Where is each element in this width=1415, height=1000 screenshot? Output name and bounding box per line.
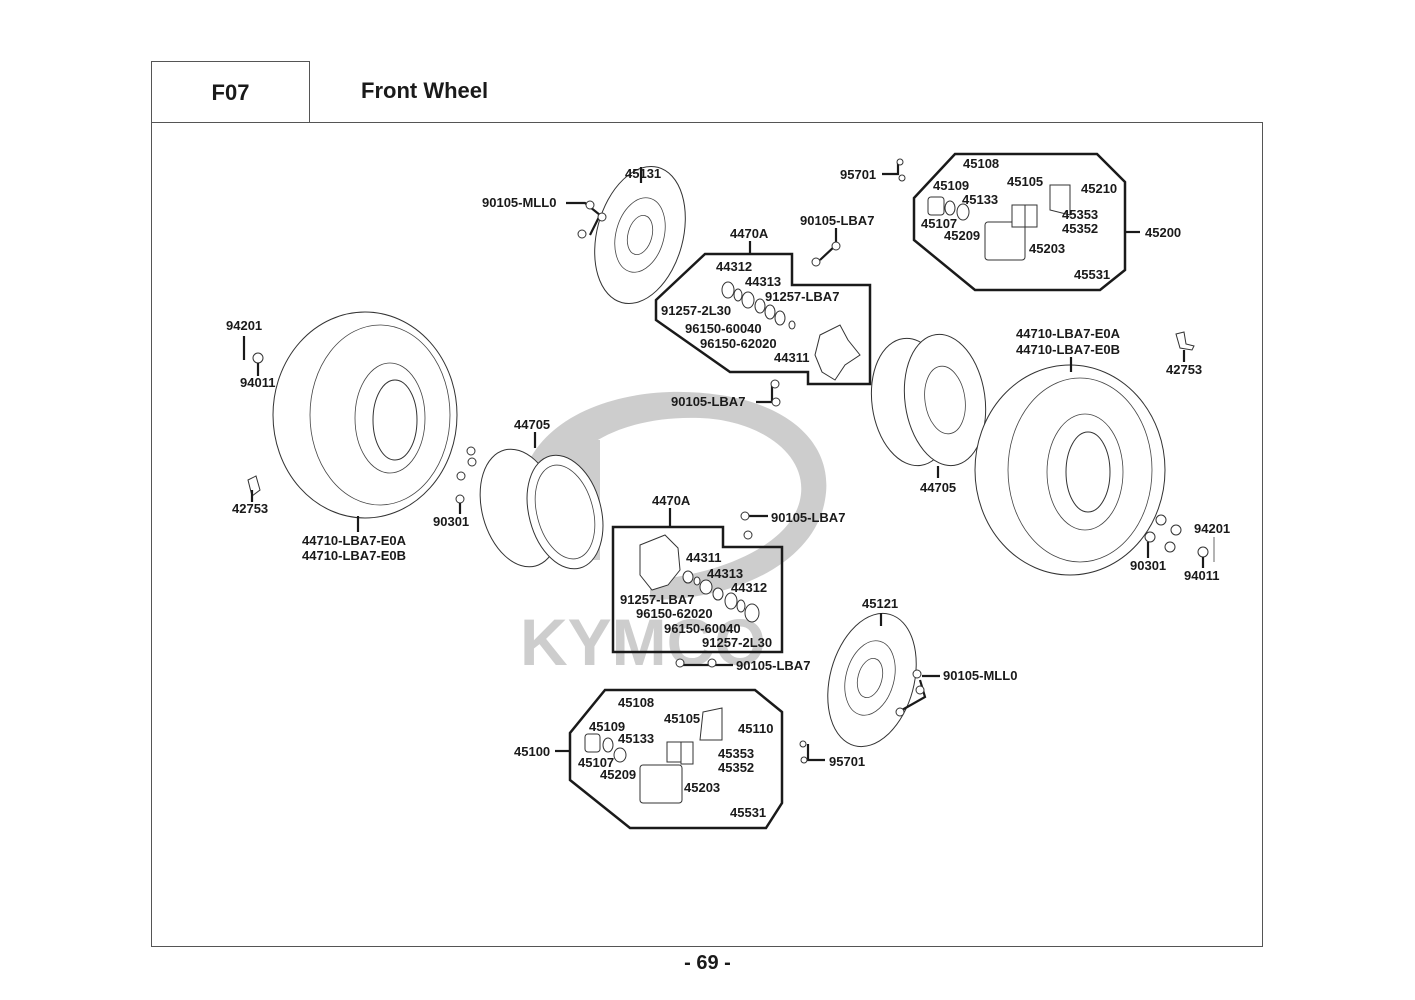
part-label: 45203 [684, 780, 720, 795]
part-label: 45353 [718, 746, 754, 761]
part-label: 94011 [240, 375, 275, 390]
rim-left[interactable] [468, 440, 615, 577]
part-label: 45203 [1029, 241, 1065, 256]
part-label: 45209 [944, 228, 980, 243]
part-label: 91257-LBA7 [765, 289, 839, 304]
part-label: 42753 [1166, 362, 1202, 377]
section-code-text: F07 [211, 79, 250, 105]
part-label: 45110 [738, 721, 773, 736]
part-label: 45121 [862, 596, 898, 611]
diagram-frame [151, 122, 1263, 947]
part-label: 45109 [933, 178, 969, 193]
part-label: 90301 [1130, 558, 1166, 573]
caliper-upper-parts [927, 184, 1071, 261]
caliper-assy-upper-box [912, 152, 1127, 292]
part-label: 90105-LBA7 [771, 510, 845, 525]
part-label: 44311 [774, 350, 809, 365]
part-label: 96150-62020 [636, 606, 713, 621]
part-label: 4470A [652, 493, 691, 508]
part-label: 45105 [1007, 174, 1043, 189]
part-label: 90301 [433, 514, 469, 529]
hub-assy-upper-box [654, 252, 872, 386]
part-label: 45209 [600, 767, 636, 782]
brake-disc-lower[interactable] [814, 603, 930, 756]
part-label: 95701 [829, 754, 865, 769]
part-label: 90105-LBA7 [736, 658, 810, 673]
disc-bolts-upper [566, 200, 607, 239]
brake-disc-upper[interactable] [580, 156, 699, 313]
rim-right[interactable] [863, 329, 993, 471]
part-label: 90105-LBA7 [671, 394, 745, 409]
part-label: 45108 [963, 156, 999, 171]
part-label: 45109 [589, 719, 625, 734]
part-label: 44311 [686, 550, 721, 565]
hub-lower-parts [639, 534, 760, 623]
part-label: 44705 [514, 417, 550, 432]
part-label: 45352 [718, 760, 754, 775]
part-label: 44710-LBA7-E0A [1016, 326, 1121, 341]
part-label: 45210 [1081, 181, 1117, 196]
part-label: 96150-62020 [700, 336, 777, 351]
part-label: 42753 [232, 501, 268, 516]
part-label: 44705 [920, 480, 956, 495]
hub-assy-lower-box [611, 525, 784, 654]
part-label: 94011 [1184, 568, 1219, 583]
part-label: 94201 [1194, 521, 1230, 536]
part-label: 45131 [625, 166, 661, 181]
part-label: 96150-60040 [664, 621, 741, 636]
part-label: 45108 [618, 695, 654, 710]
section-code: F07 [151, 61, 310, 123]
part-label: 45353 [1062, 207, 1098, 222]
part-label: 90105-LBA7 [800, 213, 874, 228]
caliper-assy-lower-box [568, 688, 784, 830]
part-label: 45200 [1145, 225, 1181, 240]
part-label: 44313 [707, 566, 743, 581]
part-label: 91257-LBA7 [620, 592, 694, 607]
part-label: 96150-60040 [685, 321, 762, 336]
wheel-nuts-left [455, 446, 477, 504]
part-label: 44312 [731, 580, 767, 595]
part-label: 45107 [921, 216, 957, 231]
page-title: Front Wheel [361, 78, 489, 103]
part-label: 44710-LBA7-E0B [302, 548, 406, 563]
part-label: 90105-MLL0 [482, 195, 556, 210]
tire-left[interactable] [272, 311, 458, 519]
part-label: 45133 [618, 731, 654, 746]
part-label: 91257-2L30 [702, 635, 772, 650]
part-label: 91257-2L30 [661, 303, 731, 318]
part-label: 4470A [730, 226, 769, 241]
part-label: 45100 [514, 744, 550, 759]
caliper-lower-parts [584, 707, 723, 804]
hub-upper-parts [721, 281, 861, 381]
part-label: 44710-LBA7-E0B [1016, 342, 1120, 357]
part-label: 44313 [745, 274, 781, 289]
valve-icon [1175, 331, 1195, 351]
part-label: 95701 [840, 167, 876, 182]
nut-icon [1197, 546, 1209, 558]
part-label: 45352 [1062, 221, 1098, 236]
part-label: 45531 [730, 805, 766, 820]
part-label: 45133 [962, 192, 998, 207]
part-label: 44312 [716, 259, 752, 274]
part-label: 94201 [226, 318, 262, 333]
part-label: 45105 [664, 711, 700, 726]
part-label: 45531 [1074, 267, 1110, 282]
tire-right[interactable] [974, 364, 1166, 576]
part-label: 44710-LBA7-E0A [302, 533, 407, 548]
valve-icon [247, 475, 261, 497]
part-label: 90105-MLL0 [943, 668, 1017, 683]
wheel-nuts-right [1144, 514, 1182, 553]
page-number: - 69 - [684, 952, 731, 974]
part-label: 45107 [578, 755, 614, 770]
watermark-text: KYMCO [520, 605, 766, 679]
nut-icon [252, 352, 264, 364]
